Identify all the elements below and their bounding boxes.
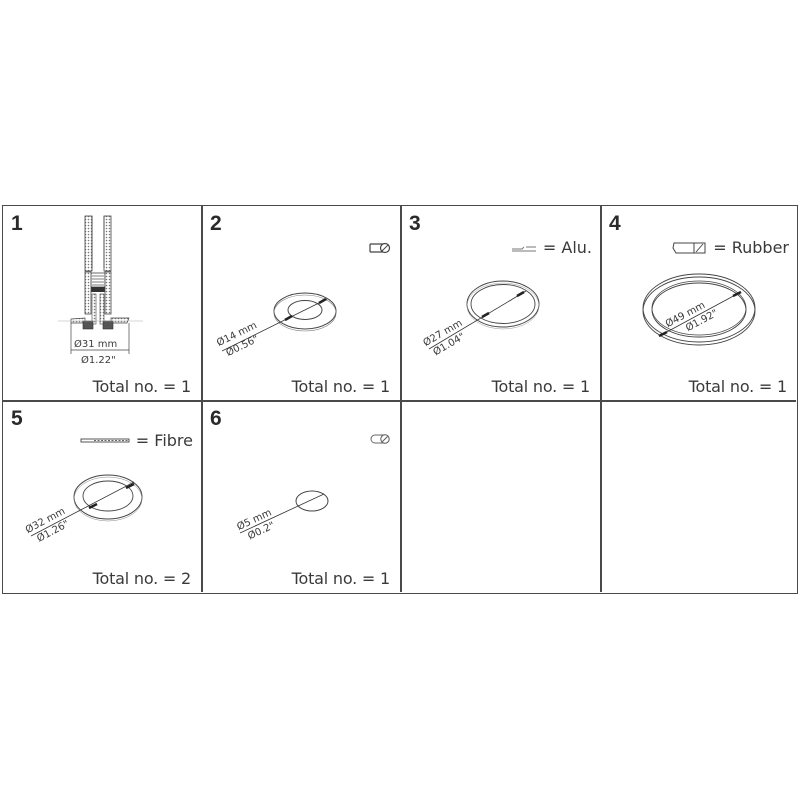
total-count: Total no. = 1 — [92, 377, 192, 396]
part-cell-6: 6 Ø5 mm Ø0.2" Total no. = 1 — [202, 401, 400, 592]
total-count: Total no. = 1 — [291, 377, 391, 396]
alu-section-icon — [511, 246, 536, 251]
parts-grid: 1 — [2, 205, 798, 594]
column-divider — [600, 206, 602, 592]
part-cell-3: 3 = Alu. Ø27 mm Ø1.04" Total no. = 1 — [401, 206, 600, 400]
total-count: Total no. = 1 — [688, 377, 788, 396]
dimension-inch: Ø1.22" — [81, 354, 116, 366]
gasket-ring-drawing: Ø27 mm Ø1.04" — [421, 280, 540, 358]
oring-section-icon — [370, 434, 390, 444]
o-ring-drawing: Ø49 mm Ø1.92" — [642, 273, 756, 346]
column-divider — [201, 206, 203, 592]
dimension-mm: Ø31 mm — [74, 338, 117, 350]
rubber-section-icon — [672, 242, 706, 253]
total-count: Total no. = 1 — [491, 377, 591, 396]
valve-insert-drawing: Ø31 mm Ø1.22" — [58, 215, 143, 366]
part-number: 5 — [11, 407, 23, 430]
section-legend — [370, 433, 392, 445]
legend-label: = Alu. — [542, 238, 592, 257]
legend-label: = Rubber — [713, 238, 789, 257]
total-count: Total no. = 2 — [92, 569, 192, 588]
part-cell-1: 1 — [3, 206, 201, 400]
part-number: 6 — [210, 407, 222, 430]
section-legend — [368, 242, 392, 254]
part-number: 4 — [609, 212, 621, 235]
empty-cell-7 — [401, 401, 600, 592]
total-count: Total no. = 1 — [291, 569, 391, 588]
part-number: 1 — [11, 212, 23, 235]
small-o-ring-drawing: Ø5 mm Ø0.2" — [235, 490, 329, 542]
part-number: 3 — [409, 212, 421, 235]
legend-label: = Fibre — [135, 431, 193, 450]
washer-section-icon — [369, 242, 391, 254]
part-cell-2: 2 Ø14 mm Ø0.56" Total no. = 1 — [202, 206, 400, 400]
part-number: 2 — [210, 212, 222, 235]
fibre-section-icon — [80, 438, 130, 442]
part-cell-4: 4 = Rubber Ø49 mm Ø1.92" Total no. = 1 — [601, 206, 797, 400]
washer-drawing: Ø14 mm Ø0.56" — [215, 292, 337, 359]
section-legend: = Rubber — [671, 238, 789, 257]
empty-cell-8 — [601, 401, 797, 592]
part-cell-5: 5 = Fibre Ø32 mm Ø1.26" Total no. = 2 — [3, 401, 201, 592]
section-legend: = Alu. — [511, 238, 592, 257]
row-divider — [3, 400, 796, 402]
fibre-gasket-drawing: Ø32 mm Ø1.26" — [23, 474, 143, 545]
column-divider — [400, 206, 402, 592]
section-legend: = Fibre — [80, 431, 193, 450]
